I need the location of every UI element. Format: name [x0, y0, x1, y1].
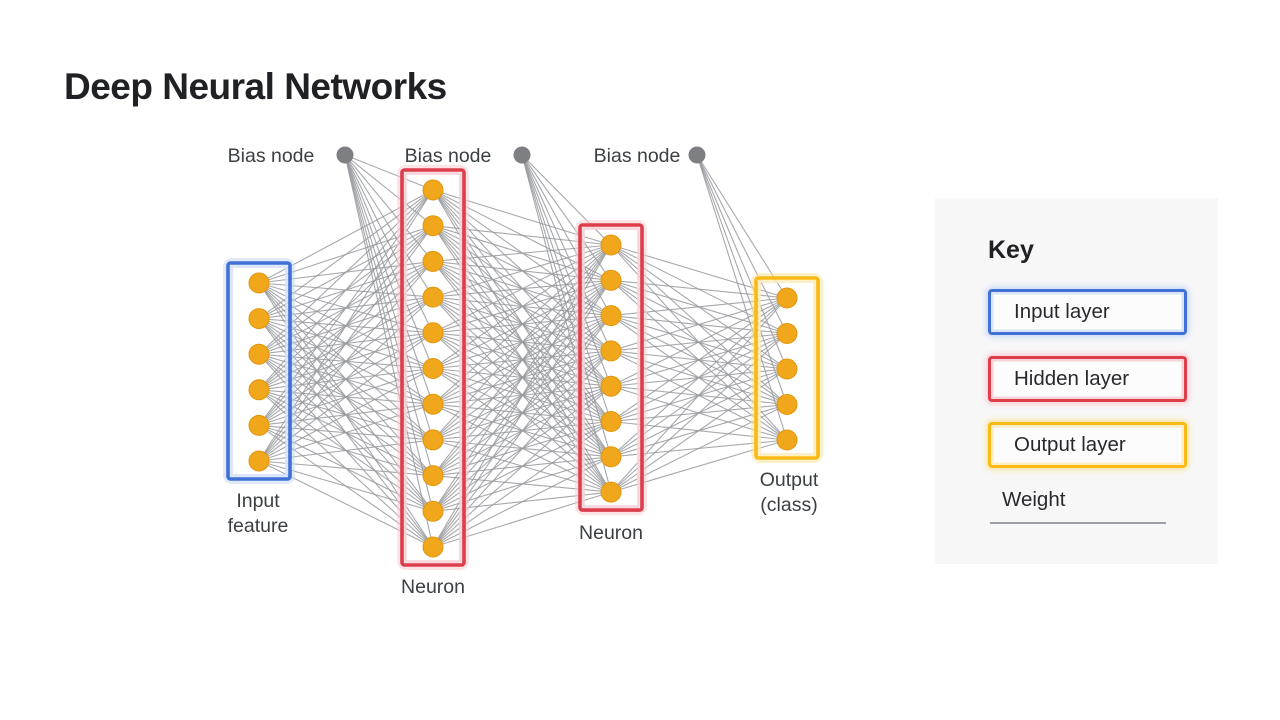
neuron-node-output: [776, 429, 798, 451]
layer-box-hidden2: [578, 223, 644, 512]
hidden-layer-1-label: Neuron: [401, 576, 465, 598]
layer-box-hidden1: [400, 168, 466, 567]
bias-node-dot-2: [513, 146, 531, 164]
neuron-node-hidden1: [422, 500, 444, 522]
weight-connections: [258, 189, 788, 548]
neuron-node-input: [248, 450, 270, 472]
output-layer-label: Output (class): [759, 469, 819, 516]
layer-box-output: [754, 276, 820, 460]
layer-boxes: [223, 165, 823, 570]
neuron-node-hidden1: [422, 250, 444, 272]
neuron-node-hidden1: [422, 465, 444, 487]
bias-node-label-3: Bias node: [593, 145, 681, 167]
layer-box-inner-hidden1: [404, 172, 462, 563]
key-item-output-layer: Output layer: [988, 422, 1187, 468]
key-item-output-layer-label: Output layer: [1014, 433, 1126, 456]
neuron-node-output: [776, 323, 798, 344]
layer-box-input: [226, 261, 292, 481]
neuron-node-hidden1: [422, 429, 444, 451]
neuron-node-output: [776, 358, 798, 380]
neuron-node-hidden2: [600, 411, 622, 432]
neuron-node-hidden2: [600, 446, 622, 468]
neuron-node-hidden1: [422, 215, 444, 237]
key-item-hidden-layer: Hidden layer: [988, 356, 1187, 402]
neuron-node-output: [776, 394, 798, 415]
layer-box-glow-input: [223, 258, 295, 484]
neuron-node-input: [248, 414, 270, 436]
input-layer-label: Input feature: [227, 490, 289, 537]
neuron-node-hidden1: [422, 322, 444, 344]
key-item-weight-label: Weight: [1002, 488, 1066, 511]
key-item-input-layer-label: Input layer: [1014, 300, 1110, 323]
bias-node-dot-3: [688, 146, 706, 164]
neuron-node-input: [248, 272, 270, 294]
neuron-node-hidden2: [600, 305, 622, 327]
neuron-node-hidden2: [600, 481, 622, 503]
neuron-node-hidden2: [600, 340, 622, 362]
bias-node-dot-1: [336, 146, 354, 164]
key-item-input-layer: Input layer: [988, 289, 1187, 335]
key-heading: Key: [988, 236, 1034, 264]
key-panel: Key Input layer Hidden layer Output laye…: [935, 198, 1218, 564]
neuron-node-hidden2: [600, 375, 622, 397]
neuron-node-hidden2: [600, 234, 622, 256]
layer-box-inner-hidden2: [582, 227, 640, 508]
bias-node-label-2: Bias node: [404, 145, 492, 167]
neuron-nodes: [248, 179, 798, 558]
key-item-hidden-layer-label: Hidden layer: [1014, 367, 1130, 390]
neuron-node-input: [248, 379, 270, 401]
layer-box-inner-input: [230, 265, 288, 477]
neuron-node-input: [248, 343, 270, 365]
neuron-node-hidden1: [422, 393, 444, 415]
hidden-layer-2-label: Neuron: [579, 522, 643, 544]
neuron-node-hidden2: [600, 269, 622, 291]
bias-node-dots: [336, 146, 706, 164]
page-title: Deep Neural Networks: [64, 66, 447, 107]
neuron-node-output: [776, 287, 798, 309]
neuron-node-hidden1: [422, 536, 444, 558]
bias-node-label-1: Bias node: [227, 145, 315, 167]
neuron-node-hidden1: [422, 358, 444, 379]
neuron-node-hidden1: [422, 179, 444, 201]
neuron-node-hidden1: [422, 286, 444, 308]
layer-box-inner-output: [758, 280, 816, 456]
neuron-node-input: [248, 308, 270, 330]
weight-line-sample: [990, 522, 1166, 524]
